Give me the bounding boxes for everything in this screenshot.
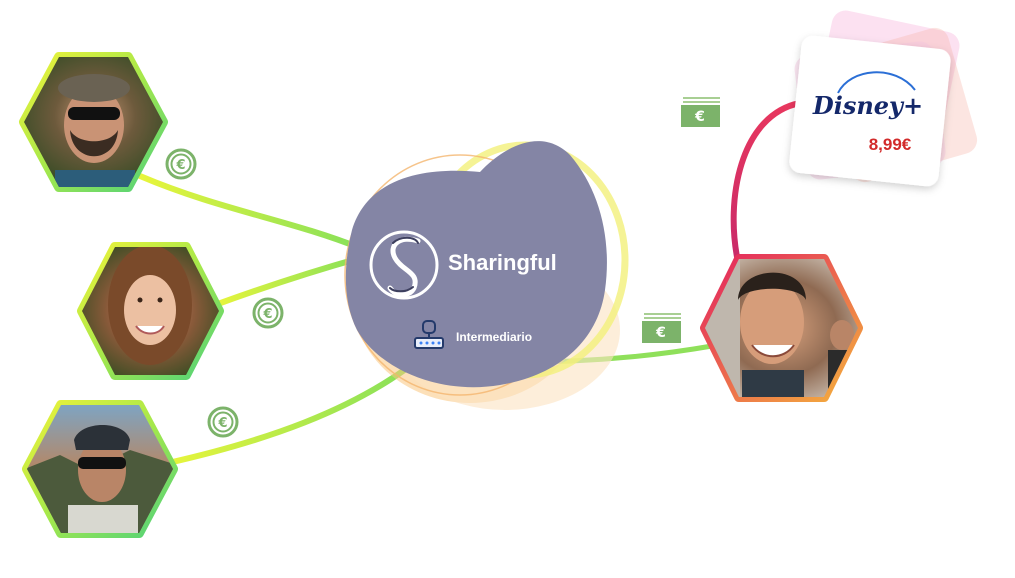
banknote-icon: € bbox=[642, 313, 681, 343]
avatar-face bbox=[78, 438, 126, 502]
euro-symbol: € bbox=[694, 109, 705, 125]
avatar-face bbox=[740, 280, 804, 364]
avatar-face bbox=[124, 275, 176, 345]
banknote-icon: € bbox=[681, 97, 720, 127]
euro-symbol: € bbox=[217, 416, 227, 431]
euro-coin-icon: € bbox=[165, 148, 197, 180]
hub-name: Sharingful bbox=[448, 250, 557, 275]
euro-coin-icon: € bbox=[207, 406, 239, 438]
hub-blob bbox=[345, 141, 607, 388]
hub-node[interactable]: Sharingful Intermediario bbox=[345, 141, 607, 388]
participant-member-2[interactable] bbox=[77, 242, 224, 380]
participant-member-1[interactable] bbox=[19, 52, 170, 195]
disney-arc bbox=[837, 71, 916, 94]
euro-coin-icon: € bbox=[252, 297, 284, 329]
euro-symbol: € bbox=[262, 307, 272, 322]
connection-member-1 bbox=[137, 173, 363, 251]
connection-member-2 bbox=[212, 255, 363, 308]
service-card[interactable]: Disney+ 8,99€ bbox=[788, 8, 980, 188]
connection-service bbox=[730, 100, 803, 265]
euro-symbol: € bbox=[175, 158, 185, 173]
router-icon bbox=[414, 320, 444, 349]
sharingful-logo bbox=[369, 230, 439, 300]
connection-member-3 bbox=[165, 363, 413, 466]
service-price: 8,99€ bbox=[869, 135, 912, 154]
participant-owner[interactable] bbox=[700, 254, 865, 402]
participant-member-3[interactable] bbox=[22, 400, 178, 540]
euro-symbol: € bbox=[655, 325, 666, 341]
hub-role: Intermediario bbox=[456, 330, 532, 344]
service-name: Disney+ bbox=[812, 91, 923, 120]
